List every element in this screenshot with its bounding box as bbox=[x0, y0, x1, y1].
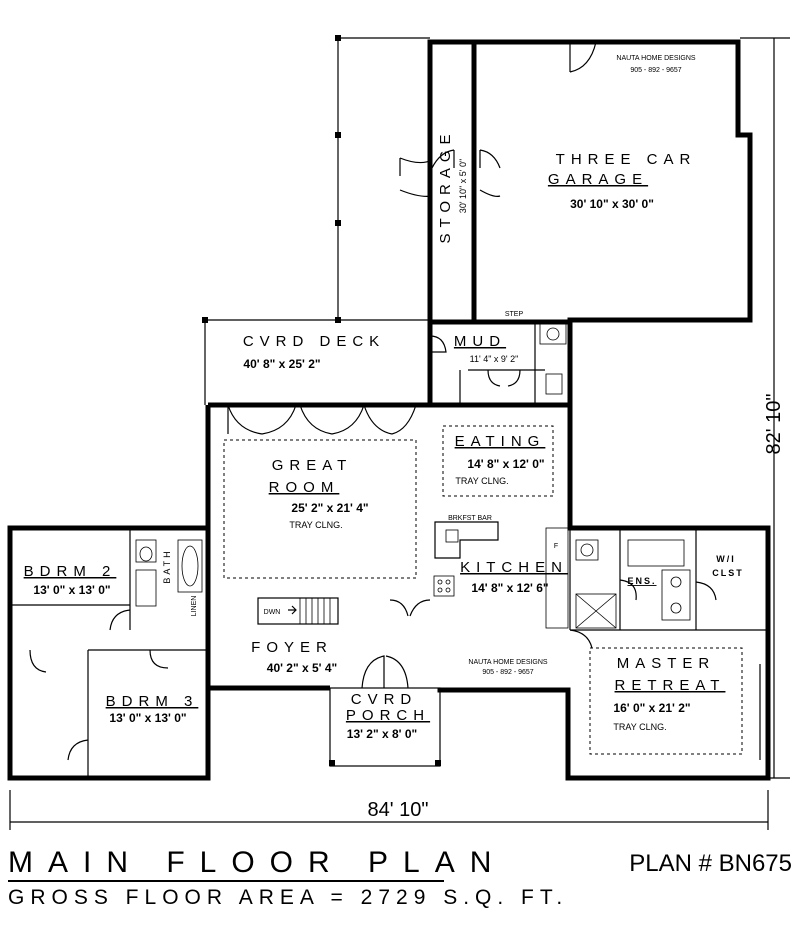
master-note: TRAY CLNG. bbox=[613, 722, 666, 732]
dimension-lines bbox=[9, 37, 790, 830]
deck-outline bbox=[202, 35, 430, 405]
garage-name-line1: THREE CAR bbox=[556, 151, 697, 168]
fixtures bbox=[135, 42, 761, 760]
great-name-line1: GREAT bbox=[272, 457, 353, 474]
great-name-line2: ROOM bbox=[269, 479, 340, 496]
mud-step: STEP bbox=[505, 311, 524, 318]
exterior-walls bbox=[7, 39, 771, 781]
garage-dims: 30' 10" x 30' 0" bbox=[570, 197, 654, 211]
mud-name: MUD bbox=[454, 333, 506, 350]
wic-name-line1: W/I bbox=[716, 554, 736, 564]
porch-name-line2: PORCH bbox=[346, 707, 430, 724]
plan-title: MAIN FLOOR PLAN bbox=[8, 846, 507, 879]
overall-depth: 82' 10" bbox=[763, 394, 785, 455]
master-name-line1: MASTER bbox=[617, 655, 716, 672]
ens-name: ENS. bbox=[627, 576, 656, 586]
eating-note: TRAY CLNG. bbox=[455, 476, 508, 486]
bdrm2-name: BDRM 2 bbox=[24, 563, 117, 580]
plan-number: PLAN # BN675 bbox=[629, 850, 792, 877]
kitchen-dims: 14' 8" x 12' 6" bbox=[471, 581, 548, 595]
porch-name-line1: CVRD bbox=[351, 691, 418, 708]
eating-name: EATING bbox=[455, 433, 546, 450]
bdrm2-dims: 13' 0" x 13' 0" bbox=[33, 583, 110, 597]
porch-outline bbox=[329, 687, 441, 767]
great-dims: 25' 2" x 21' 4" bbox=[291, 501, 368, 515]
master-dims: 16' 0" x 21' 2" bbox=[613, 701, 690, 715]
designer-phone-top: 905 - 892 - 9657 bbox=[630, 67, 681, 74]
bath-name: BATH bbox=[162, 548, 172, 583]
kitchen-name: KITCHEN bbox=[460, 559, 568, 576]
kitchen-bar: BRKFST BAR bbox=[448, 515, 492, 522]
foyer-dims: 40' 2" x 5' 4" bbox=[267, 661, 337, 675]
doors bbox=[29, 41, 717, 761]
stair-label: DWN bbox=[264, 609, 281, 616]
gross-floor-area: GROSS FLOOR AREA = 2729 S.Q. FT. bbox=[8, 886, 569, 909]
kitchen-fridge: F bbox=[554, 543, 558, 550]
plan-title-underline bbox=[8, 880, 444, 882]
garage-name-line2: GARAGE bbox=[548, 171, 648, 188]
deck-dims: 40' 8" x 25' 2" bbox=[243, 357, 320, 371]
bdrm3-dims: 13' 0" x 13' 0" bbox=[109, 711, 186, 725]
foyer-name: FOYER bbox=[251, 639, 333, 656]
designer-phone-bottom: 905 - 892 - 9657 bbox=[482, 669, 533, 676]
eating-dims: 14' 8" x 12' 0" bbox=[467, 457, 544, 471]
deck-name: CVRD DECK bbox=[243, 333, 385, 350]
wic-name-line2: CLST bbox=[712, 568, 744, 578]
title-block: MAIN FLOOR PLAN GROSS FLOOR AREA = 2729 … bbox=[8, 846, 792, 936]
storage-dims: 30' 10" x 5' 0" bbox=[458, 159, 468, 213]
storage-name: STORAGE bbox=[437, 128, 454, 243]
bdrm3-name: BDRM 3 bbox=[106, 693, 199, 710]
linen-label: LINEN bbox=[191, 596, 198, 617]
porch-dims: 13' 2" x 8' 0" bbox=[347, 727, 417, 741]
designer-credit-top: NAUTA HOME DESIGNS bbox=[616, 55, 696, 62]
designer-credit-bottom: NAUTA HOME DESIGNS bbox=[468, 659, 548, 666]
tray-ceilings bbox=[223, 425, 743, 755]
great-note: TRAY CLNG. bbox=[289, 520, 342, 530]
room-labels: NAUTA HOME DESIGNS 905 - 892 - 9657 NAUT… bbox=[24, 55, 785, 821]
mud-dims: 11' 4" x 9' 2" bbox=[470, 354, 519, 364]
overall-width: 84' 10" bbox=[368, 799, 429, 821]
master-name-line2: RETREAT bbox=[615, 677, 726, 694]
